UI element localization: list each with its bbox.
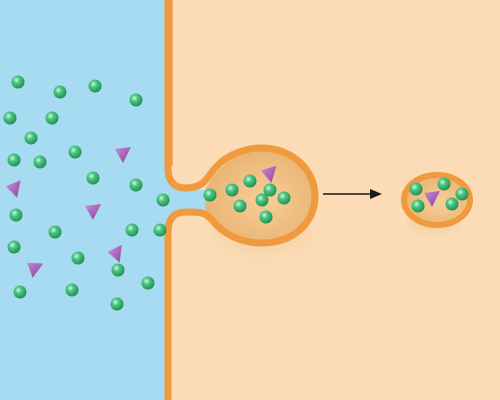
green-sphere [445, 197, 459, 211]
markers-layer [5, 147, 440, 278]
green-sphere [24, 131, 38, 145]
green-sphere [277, 191, 291, 205]
green-sphere [129, 178, 143, 192]
particles-layer [3, 75, 469, 311]
green-sphere [437, 177, 451, 191]
green-sphere [53, 85, 67, 99]
purple-triangle [107, 244, 122, 263]
extracellular-region [0, 0, 205, 400]
green-sphere [7, 240, 21, 254]
arrow-right [323, 189, 382, 199]
green-sphere [88, 79, 102, 93]
green-sphere [68, 145, 82, 159]
purple-triangle [424, 191, 440, 207]
green-sphere [13, 285, 27, 299]
green-sphere [110, 297, 124, 311]
green-sphere [259, 210, 273, 224]
plasma-membrane [164, 0, 319, 400]
green-sphere [86, 171, 100, 185]
arrow-head [370, 189, 382, 199]
green-sphere [203, 188, 217, 202]
green-sphere [11, 75, 25, 89]
green-sphere [65, 283, 79, 297]
purple-triangle [85, 204, 101, 220]
purple-triangle [261, 165, 277, 183]
green-sphere [233, 199, 247, 213]
green-sphere [409, 182, 423, 196]
purple-triangle [115, 147, 131, 163]
green-sphere [156, 193, 170, 207]
green-sphere [411, 199, 425, 213]
green-sphere [141, 276, 155, 290]
green-sphere [111, 263, 125, 277]
green-sphere [7, 153, 21, 167]
green-sphere [71, 251, 85, 265]
green-sphere [455, 187, 469, 201]
purple-triangle [5, 180, 21, 198]
green-sphere [129, 93, 143, 107]
green-sphere [263, 183, 277, 197]
green-sphere [9, 208, 23, 222]
green-sphere [33, 155, 47, 169]
green-sphere [45, 111, 59, 125]
green-sphere [225, 183, 239, 197]
purple-triangle [27, 262, 44, 278]
green-sphere [153, 223, 167, 237]
green-sphere [3, 111, 17, 125]
green-sphere [48, 225, 62, 239]
green-sphere [255, 193, 269, 207]
green-sphere [243, 174, 257, 188]
green-sphere [125, 223, 139, 237]
